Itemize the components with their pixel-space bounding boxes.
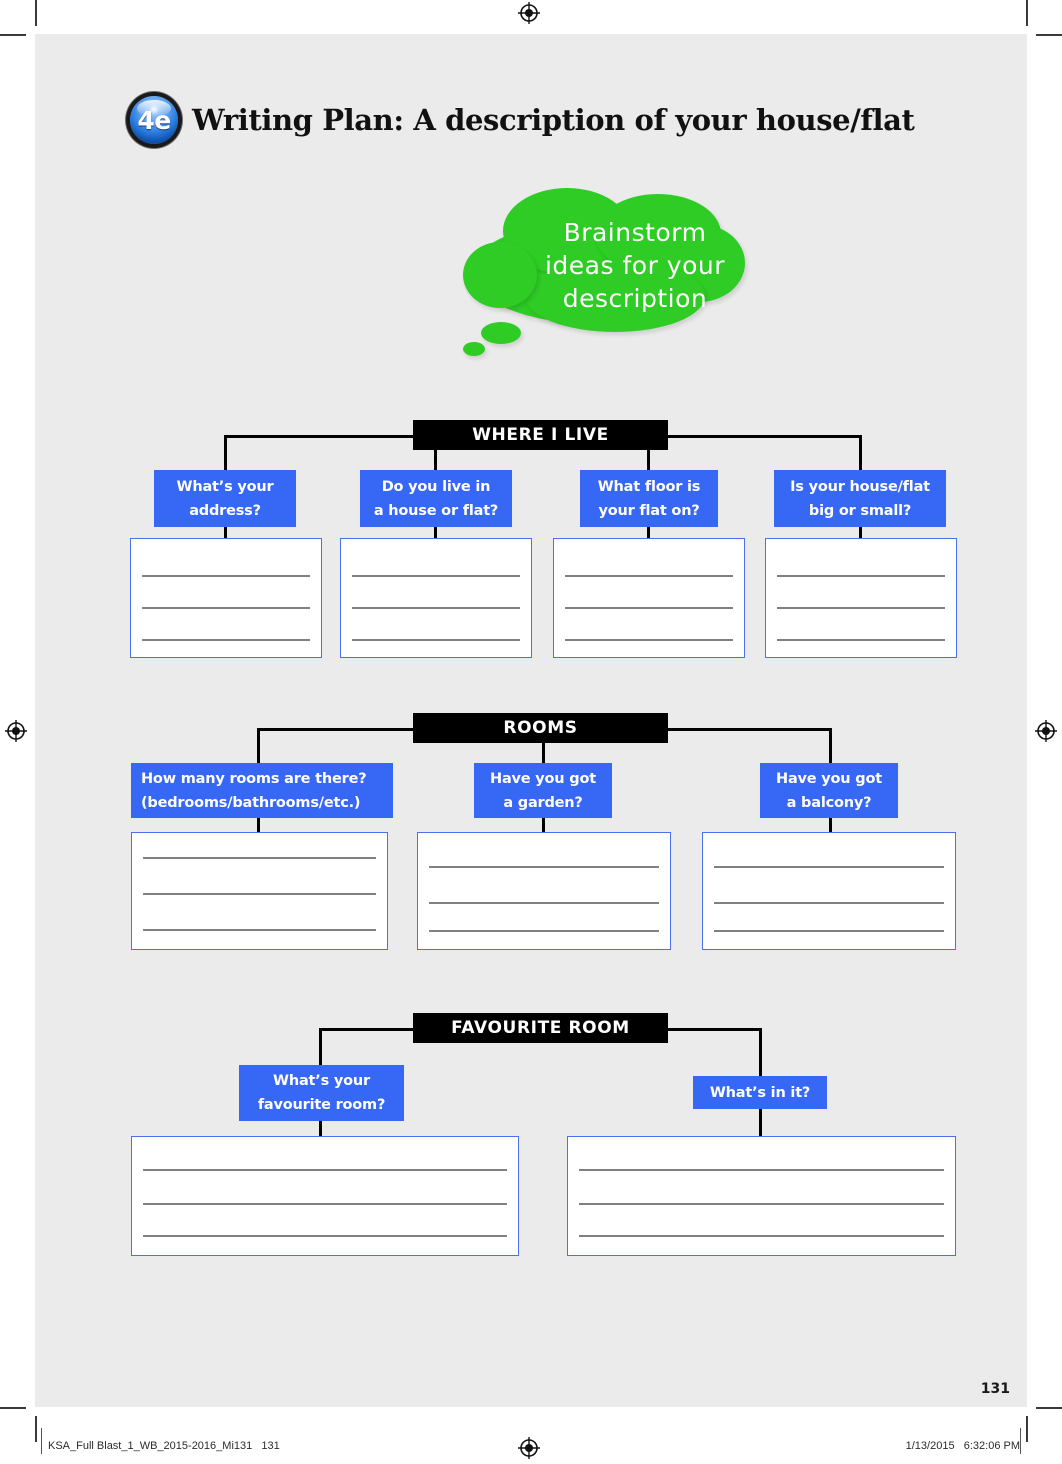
answer-box-whats-in-it[interactable]: [567, 1136, 956, 1256]
writing-line: [143, 857, 376, 859]
exercise-number-badge: 4e: [130, 96, 178, 144]
writing-line: [142, 575, 310, 577]
crop-mark-bottom-left-horizontal: [0, 1407, 26, 1409]
writing-line: [429, 902, 659, 904]
bubble-blob-bottom: [525, 260, 705, 332]
crop-mark-bottom-right-vertical: [1026, 1416, 1028, 1442]
bubble-tail-small: [463, 342, 485, 356]
writing-line: [565, 607, 733, 609]
answer-box-big-or-small[interactable]: [765, 538, 957, 658]
crop-mark-top-right-horizontal: [1036, 34, 1062, 36]
section-heading-where-i-live: WHERE I LIVE: [413, 420, 668, 450]
answer-box-garden[interactable]: [417, 832, 671, 950]
brainstorm-thought-bubble: Brainstorm ideas for your description: [455, 180, 815, 370]
crop-mark-top-left-vertical: [35, 0, 37, 26]
registration-mark-right: [1035, 720, 1057, 742]
bubble-blob-left: [463, 242, 537, 308]
writing-line: [714, 866, 944, 868]
page-title-rest: A description of your house/flat: [403, 103, 915, 137]
answer-box-favourite-room[interactable]: [131, 1136, 519, 1256]
page-title-bold: Writing Plan:: [192, 103, 404, 137]
writing-line: [579, 1203, 944, 1205]
question-box-big-or-small: Is your house/flat big or small?: [774, 470, 946, 527]
section-heading-rooms: ROOMS: [413, 713, 668, 743]
answer-box-balcony[interactable]: [702, 832, 956, 950]
writing-line: [579, 1169, 944, 1171]
question-box-balcony: Have you got a balcony?: [760, 763, 898, 818]
bubble-tail-large: [481, 322, 521, 344]
crop-mark-bottom-right-horizontal: [1036, 1407, 1062, 1409]
writing-line: [565, 575, 733, 577]
registration-mark-bottom: [518, 1437, 540, 1459]
writing-line: [777, 607, 945, 609]
exercise-number-label: 4e: [137, 105, 171, 135]
writing-line: [714, 902, 944, 904]
writing-line: [777, 639, 945, 641]
footer-rule-right: [1020, 1428, 1021, 1454]
answer-box-floor[interactable]: [553, 538, 745, 658]
crop-mark-bottom-left-vertical: [35, 1416, 37, 1442]
writing-line: [429, 930, 659, 932]
crop-mark-top-right-vertical: [1026, 0, 1028, 26]
writing-line: [143, 1169, 507, 1171]
answer-box-how-many-rooms[interactable]: [131, 832, 388, 950]
section-heading-favourite-room: FAVOURITE ROOM: [413, 1013, 668, 1043]
page-number: 131: [980, 1381, 1010, 1397]
question-box-how-many-rooms: How many rooms are there? (bedrooms/bath…: [131, 763, 393, 818]
writing-line: [352, 639, 520, 641]
question-box-floor: What floor is your flat on?: [580, 470, 718, 527]
question-box-favourite-room: What’s your favourite room?: [239, 1065, 404, 1121]
question-box-garden: Have you got a garden?: [474, 763, 612, 818]
writing-line: [565, 639, 733, 641]
writing-line: [579, 1235, 944, 1237]
page-title: Writing Plan: A description of your hous…: [192, 103, 915, 137]
writing-line: [777, 575, 945, 577]
writing-line: [143, 1203, 507, 1205]
registration-mark-left: [5, 720, 27, 742]
writing-line: [143, 893, 376, 895]
footer-rule-left: [41, 1428, 42, 1454]
writing-line: [429, 866, 659, 868]
writing-line: [142, 607, 310, 609]
page-header: 4e Writing Plan: A description of your h…: [130, 96, 915, 144]
writing-line: [352, 575, 520, 577]
crop-mark-top-left-horizontal: [0, 34, 26, 36]
registration-mark-top: [518, 2, 540, 24]
writing-line: [142, 639, 310, 641]
writing-line: [143, 929, 376, 931]
answer-box-house-or-flat[interactable]: [340, 538, 532, 658]
question-box-address: What’s your address?: [154, 470, 296, 527]
question-box-whats-in-it: What’s in it?: [693, 1076, 827, 1109]
bubble-text: Brainstorm ideas for your description: [544, 218, 726, 313]
answer-box-address[interactable]: [130, 538, 322, 658]
footer-job-name: KSA_Full Blast_1_WB_2015-2016_Mi131 131: [48, 1440, 280, 1452]
writing-line: [143, 1235, 507, 1237]
writing-line: [352, 607, 520, 609]
question-box-house-or-flat: Do you live in a house or flat?: [360, 470, 512, 527]
footer-timestamp: 1/13/2015 6:32:06 PM: [905, 1440, 1020, 1452]
writing-line: [714, 930, 944, 932]
